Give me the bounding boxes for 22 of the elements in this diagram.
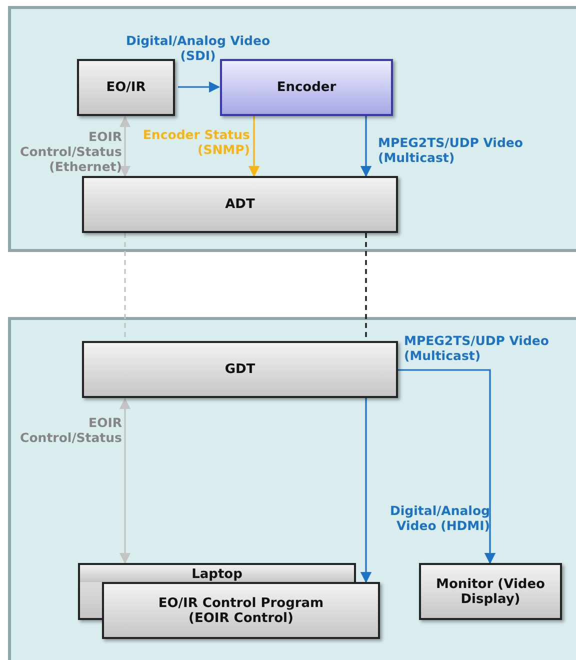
arrow [119, 116, 131, 178]
edge-label: EOIR Control/Status [19, 415, 122, 445]
edge-label: Encoder Status (SNMP) [142, 127, 250, 157]
arrow [248, 116, 260, 178]
device-box: EO/IR [77, 59, 175, 116]
arrow [119, 398, 131, 564]
signal-label: MPEG2TS/UDP Video (Multicast) [404, 333, 550, 363]
edge-label: Digital/Analog Video (HDMI) [389, 503, 490, 533]
program-box: EO/IR Control Program (EOIR Control) [102, 582, 380, 639]
edge-label: MPEG2TS/UDP Video (Multicast) [378, 135, 524, 165]
arrow [398, 369, 496, 564]
edge-label: EOIR Control/Status (Ethernet) [19, 129, 122, 174]
arrow [360, 116, 372, 178]
arrow [360, 398, 372, 584]
computer-box: Laptop [78, 563, 356, 582]
zone-panel [8, 317, 576, 660]
arrow [178, 81, 220, 93]
terminal-box: GDT [82, 341, 398, 398]
monitor-box: Monitor (Video Display) [419, 563, 562, 620]
zone-panel [8, 6, 576, 252]
terminal-box: ADT [82, 176, 398, 233]
encoder-box: Encoder [220, 59, 393, 116]
